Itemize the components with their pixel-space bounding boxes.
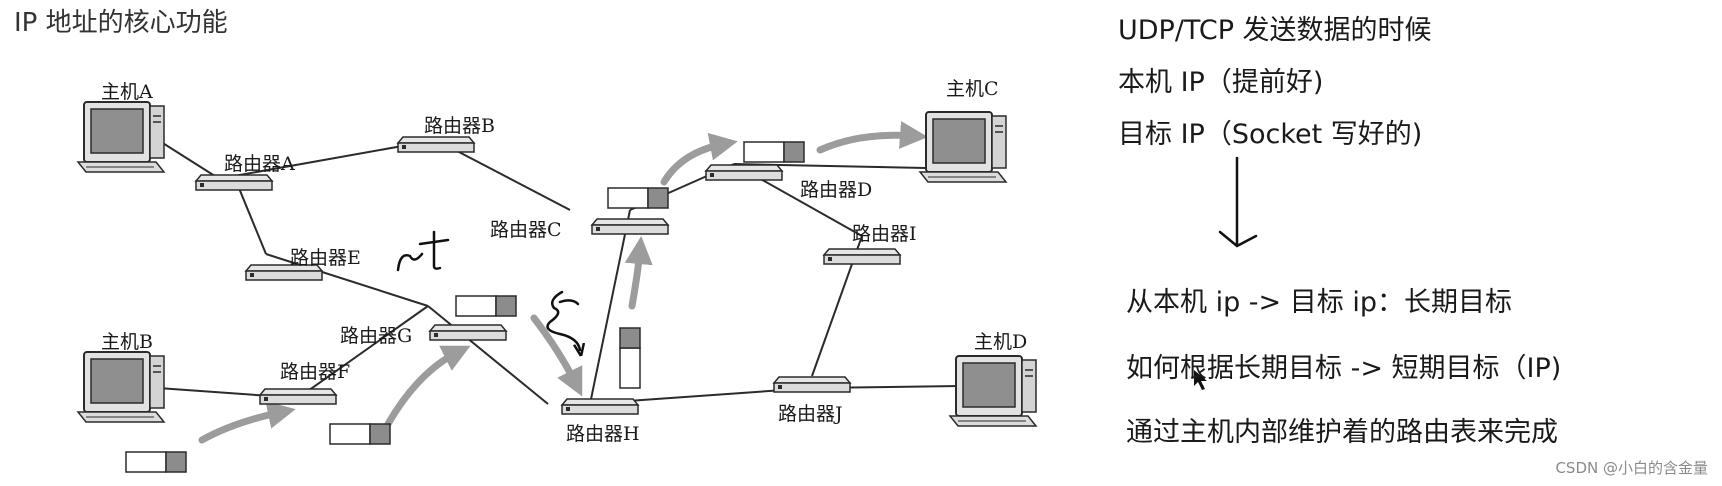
route-arrow-3 [530, 314, 583, 397]
host-d [949, 355, 1037, 427]
router-a [195, 174, 273, 191]
note-line-3: 目标 IP（Socket 写好的) [1118, 119, 1423, 150]
host-b [77, 351, 165, 423]
packet-6 [619, 327, 641, 389]
route-arrow-6 [816, 121, 928, 154]
link-routerF-routerG [297, 305, 429, 399]
link-hostA-routerA [157, 139, 219, 179]
note-line-2: 本机 IP（提前好) [1118, 67, 1324, 98]
handwritten-scribble-e [396, 230, 450, 272]
link-routerC-routerH [589, 209, 631, 405]
handwritten-marks [396, 230, 580, 350]
router-i-label: 路由器I [852, 223, 917, 245]
router-b-label: 路由器B [424, 115, 495, 137]
link-routerG-routerH [427, 305, 549, 405]
route-arrow-4 [624, 236, 653, 310]
route-arrow-1 [198, 401, 296, 444]
note-line-4: 从本机 ip -> 目标 ip：长期目标 [1126, 287, 1512, 318]
host-d-label: 主机D [974, 331, 1027, 353]
host-c [919, 111, 1007, 183]
down-arrow [1218, 156, 1258, 248]
csdn-watermark: CSDN @小白的含金量 [1555, 459, 1708, 477]
router-h [561, 398, 639, 415]
note-line-6: 通过主机内部维护着的路由表来完成 [1126, 417, 1558, 448]
router-h-label: 路由器H [566, 423, 640, 445]
router-d [705, 164, 783, 181]
router-i [823, 248, 901, 265]
router-c [591, 218, 669, 235]
host-b-label: 主机B [101, 331, 153, 353]
router-g-label: 路由器G [340, 325, 412, 347]
packet-3 [455, 295, 517, 317]
router-j [773, 376, 851, 393]
note-line-5: 如何根据长期目标 -> 短期目标（IP) [1126, 353, 1562, 384]
packet-4 [607, 187, 669, 209]
route-arrow-5 [660, 132, 738, 186]
packet-2 [329, 423, 391, 445]
slide-title: IP 地址的核心功能 [14, 8, 228, 38]
router-d-label: 路由器D [800, 179, 872, 201]
packet-1 [125, 451, 187, 473]
router-g [429, 324, 507, 341]
host-a [77, 101, 165, 173]
host-c-label: 主机C [946, 78, 999, 100]
host-a-label: 主机A [101, 81, 153, 103]
router-j-label: 路由器J [778, 403, 843, 425]
mouse-cursor-icon [1194, 370, 1207, 390]
router-e-label: 路由器E [290, 247, 361, 269]
router-b [397, 136, 475, 153]
handwritten-scribble-h [558, 299, 580, 306]
note-line-1: UDP/TCP 发送数据的时候 [1118, 15, 1432, 46]
link-routerE-routerG [265, 253, 429, 307]
router-f-label: 路由器F [280, 361, 350, 383]
router-f [259, 388, 337, 405]
route-arrows [198, 121, 928, 444]
router-a-label: 路由器A [224, 153, 295, 175]
handwritten-arrow-g-to-h [546, 290, 580, 350]
packet-5 [743, 141, 805, 163]
route-arrow-2 [384, 345, 471, 428]
router-c-label: 路由器C [490, 219, 562, 241]
